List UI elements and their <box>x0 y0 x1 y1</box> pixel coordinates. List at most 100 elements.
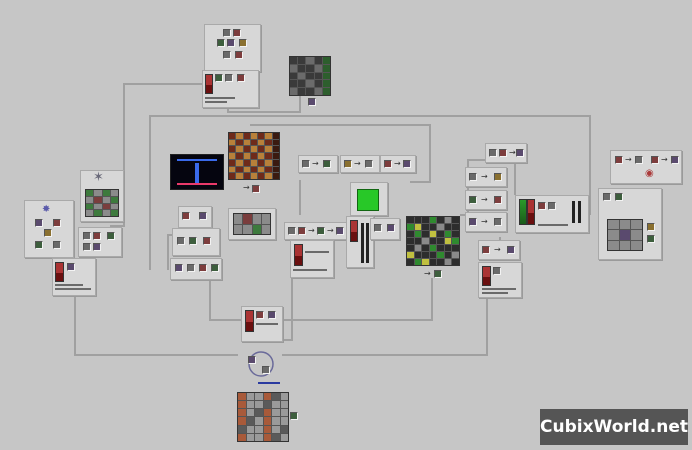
machine-output-far-left[interactable] <box>52 258 96 296</box>
item-slot[interactable] <box>211 264 219 272</box>
item-slot[interactable] <box>107 232 115 240</box>
item-slot[interactable] <box>384 160 392 168</box>
item-slot[interactable] <box>615 193 623 201</box>
machine-panel-far-right[interactable] <box>598 188 662 260</box>
item-slot[interactable] <box>215 74 223 82</box>
item-slot[interactable] <box>615 156 623 164</box>
item-slot[interactable] <box>499 149 507 157</box>
machine-panel-mid-4[interactable] <box>170 258 222 280</box>
item-slot[interactable] <box>493 267 501 275</box>
item-slot[interactable] <box>302 160 310 168</box>
item-slot[interactable] <box>217 39 225 47</box>
machine-panel-right-2[interactable]: → <box>465 167 507 187</box>
item-slot[interactable] <box>223 51 231 59</box>
item-slot[interactable] <box>647 235 655 243</box>
machine-panel-far-left[interactable]: ✸ <box>24 200 74 258</box>
item-slot[interactable] <box>489 149 497 157</box>
machine-panel-left[interactable]: ✶ <box>80 170 124 222</box>
item-slot[interactable] <box>288 227 296 235</box>
item-slot[interactable] <box>53 241 61 249</box>
item-slot[interactable] <box>507 246 515 254</box>
item-slot[interactable] <box>344 160 352 168</box>
item-slot[interactable] <box>93 232 101 240</box>
machine-panel-energy-2[interactable] <box>346 216 374 268</box>
item-slot[interactable] <box>175 264 183 272</box>
machine-output-top[interactable] <box>202 70 259 108</box>
item-slot[interactable] <box>494 218 502 226</box>
item-slot[interactable] <box>516 149 524 157</box>
machine-panel-left-lower[interactable] <box>78 227 122 257</box>
item-slot[interactable] <box>647 223 655 231</box>
machine-output-right[interactable] <box>478 262 522 298</box>
machine-panel-top[interactable] <box>204 24 261 72</box>
machine-panel-right-1[interactable]: → <box>485 143 527 163</box>
item-slot[interactable] <box>434 270 442 278</box>
item-slot[interactable] <box>93 243 101 251</box>
recipe-row-1[interactable]: → <box>298 155 338 173</box>
item-slot[interactable] <box>268 311 276 319</box>
item-slot[interactable] <box>177 237 185 245</box>
item-slot[interactable] <box>35 219 43 227</box>
item-slot[interactable] <box>199 212 207 220</box>
machine-panel-mid-2[interactable] <box>228 208 276 240</box>
item-slot[interactable] <box>374 224 382 232</box>
item-slot[interactable] <box>469 196 477 204</box>
furnace-grid[interactable] <box>228 132 280 180</box>
item-slot[interactable] <box>256 311 264 319</box>
item-slot[interactable] <box>538 202 546 210</box>
item-slot[interactable] <box>308 98 316 106</box>
item-slot[interactable] <box>189 237 197 245</box>
item-slot[interactable] <box>235 51 243 59</box>
item-slot[interactable] <box>365 160 373 168</box>
machine-panel-mid-1[interactable] <box>178 206 212 228</box>
machine-panel-right-3[interactable]: → <box>465 190 507 210</box>
recipe-row-2[interactable]: → <box>340 155 380 173</box>
item-slot[interactable] <box>494 173 502 181</box>
item-slot[interactable] <box>248 356 256 364</box>
item-slot[interactable] <box>548 202 556 210</box>
machine-output-center[interactable] <box>241 306 283 342</box>
item-slot[interactable] <box>317 227 325 235</box>
item-slot[interactable] <box>298 227 306 235</box>
item-slot[interactable] <box>469 218 477 226</box>
item-slot[interactable] <box>671 156 679 164</box>
machine-panel-small-right[interactable] <box>370 218 400 240</box>
item-slot[interactable] <box>336 227 344 235</box>
crafting-grid-bottom[interactable] <box>237 392 289 442</box>
storage-grid-top[interactable] <box>289 56 331 96</box>
recipe-row-3[interactable]: → <box>380 155 416 173</box>
item-slot[interactable] <box>223 29 231 37</box>
machine-panel-energy[interactable] <box>290 240 334 278</box>
machine-panel-far-right-top[interactable]: → → ◉ <box>610 150 682 184</box>
machine-panel-mid-3[interactable] <box>172 228 220 256</box>
item-slot[interactable] <box>53 219 61 227</box>
item-slot[interactable] <box>290 412 298 420</box>
item-slot[interactable] <box>35 241 43 249</box>
item-slot[interactable] <box>67 263 75 271</box>
machine-panel-green[interactable] <box>350 182 388 216</box>
item-slot[interactable] <box>252 185 260 193</box>
reactor-grid[interactable] <box>406 216 460 266</box>
item-slot[interactable] <box>403 160 411 168</box>
item-slot[interactable] <box>323 160 331 168</box>
item-slot[interactable] <box>83 232 91 240</box>
machine-panel-right-energy[interactable] <box>515 195 589 233</box>
item-slot[interactable] <box>494 196 502 204</box>
item-slot[interactable] <box>239 39 247 47</box>
item-slot[interactable] <box>262 366 270 374</box>
item-slot[interactable] <box>603 193 611 201</box>
machine-panel-right-4[interactable]: → <box>465 212 507 232</box>
item-slot[interactable] <box>199 264 207 272</box>
item-slot[interactable] <box>227 39 235 47</box>
machine-panel-right-5[interactable]: → <box>478 240 520 260</box>
item-slot[interactable] <box>387 224 395 232</box>
item-slot[interactable] <box>651 156 659 164</box>
hub-panel[interactable] <box>238 348 284 380</box>
item-slot[interactable] <box>203 237 211 245</box>
item-slot[interactable] <box>187 264 195 272</box>
item-slot[interactable] <box>635 156 643 164</box>
item-slot[interactable] <box>233 29 241 37</box>
item-slot[interactable] <box>482 246 490 254</box>
item-slot[interactable] <box>44 229 52 237</box>
item-slot[interactable] <box>469 173 477 181</box>
